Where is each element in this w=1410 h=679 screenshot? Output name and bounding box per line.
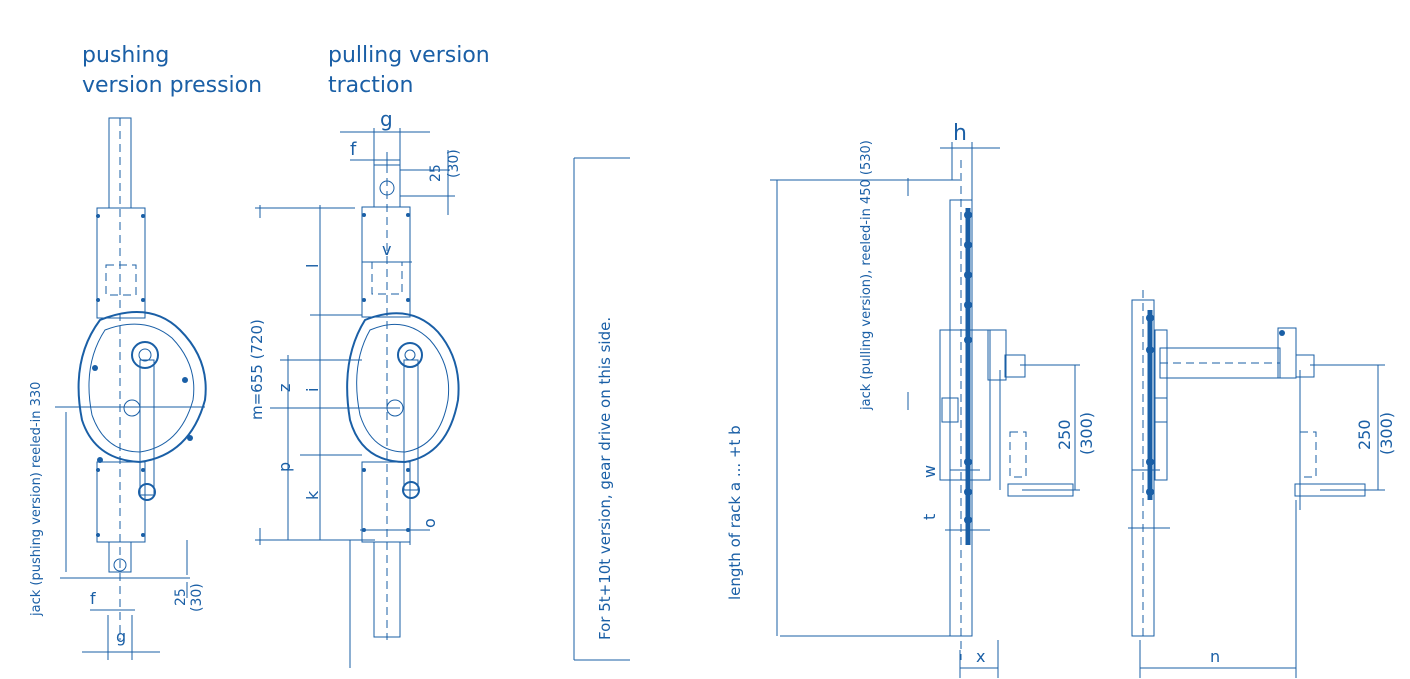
heading-pushing-line2: version pression	[82, 73, 262, 98]
label-side1-300: (300)	[1077, 412, 1096, 455]
label-f-top: f	[350, 139, 357, 160]
label-side1-250: 250	[1055, 419, 1074, 450]
label-p: p	[275, 462, 294, 472]
label-w: w	[920, 465, 939, 478]
side-view-2-drawing	[1128, 290, 1385, 678]
label-top-25: 25	[428, 164, 444, 182]
label-n: n	[1210, 647, 1220, 666]
label-l: l	[303, 264, 322, 268]
heading-pulling-line1: pulling version	[328, 43, 490, 68]
label-k: k	[303, 490, 322, 500]
label-pulling-dim: m=655 (720)	[248, 319, 266, 420]
gear-note-box	[573, 157, 630, 661]
label-g-bottom: g	[116, 627, 126, 646]
label-o: o	[420, 518, 439, 528]
label-pushing-retracted: jack (pushing version) reeled-in 330	[29, 382, 44, 617]
pushing-jack-drawing	[55, 117, 207, 660]
side-view-1-drawing	[770, 142, 1080, 678]
label-rack-length: length of rack a ... +t b	[726, 425, 744, 600]
label-f-bottom: f	[90, 589, 96, 608]
label-side2-250: 250	[1355, 419, 1374, 450]
label-bottom-30: (30)	[189, 583, 205, 612]
heading-pushing-line1: pushing	[82, 43, 169, 68]
label-top-30: (30)	[446, 149, 462, 178]
label-gear-note: For 5t+10t version, gear drive on this s…	[596, 317, 614, 640]
label-v: v	[382, 240, 391, 259]
label-i: i	[303, 388, 322, 392]
label-pulling-retracted: jack (pulling version), reeled-in 450 (5…	[859, 140, 874, 411]
heading-pulling-line2: traction	[328, 73, 413, 98]
label-z: z	[275, 384, 294, 392]
label-g-top: g	[380, 107, 393, 131]
label-h: h	[953, 121, 967, 146]
pulling-jack-drawing	[255, 128, 460, 668]
label-t: t	[920, 514, 939, 520]
label-x: x	[976, 647, 985, 666]
label-side2-300: (300)	[1377, 412, 1396, 455]
label-bottom-25: 25	[173, 588, 189, 606]
